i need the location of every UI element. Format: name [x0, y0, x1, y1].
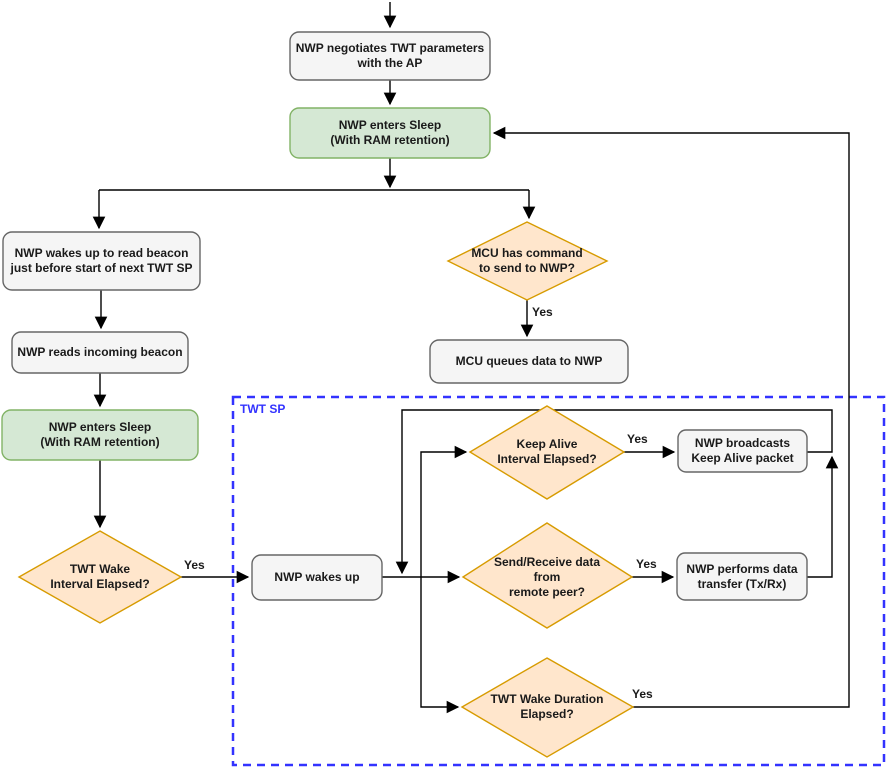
edge-duration-return — [492, 126, 850, 708]
twt-sp-container-label: TWT SP — [240, 402, 286, 416]
node-negotiate-shape — [289, 31, 491, 81]
node-mcu-decision-shape — [446, 221, 609, 301]
node-sleep-left-shape — [1, 409, 199, 461]
node-wakes-up-label: NWP wakes up — [274, 570, 360, 584]
edge-label-mcu-yes: Yes — [532, 305, 553, 319]
node-negotiate-label: NWP negotiates TWT parameters with the A… — [295, 41, 485, 70]
edge-transfer-return — [807, 455, 839, 578]
node-keep-alive-decision-label: Keep Alive Interval Elapsed? — [497, 437, 597, 466]
node-duration-decision-label: TWT Wake Duration Elapsed? — [490, 692, 604, 721]
node-wake-beacon-label: NWP wakes up to read beacon just before … — [10, 246, 193, 275]
node-wake-beacon-shape — [2, 231, 201, 291]
twt-sp-container — [231, 395, 886, 767]
edges — [92, 2, 850, 714]
node-transfer-shape — [676, 552, 808, 601]
node-mcu-queue-label: MCU queues data to NWP — [455, 354, 603, 368]
edge-branch-to-keepalive — [420, 445, 468, 577]
node-duration-decision-shape — [460, 657, 635, 758]
node-sleep-left-label: NWP enters Sleep (With RAM retention) — [40, 420, 160, 449]
edge-label-keep-alive-yes: Yes — [627, 432, 648, 446]
edge-label-send-receive-yes: Yes — [636, 557, 657, 571]
node-keep-alive-decision-shape — [468, 405, 626, 500]
node-send-receive-decision-label: Send/Receive data from remote peer? — [493, 554, 601, 599]
node-sleep-top-label: NWP enters Sleep (With RAM retention) — [330, 118, 450, 147]
node-broadcasts-shape — [677, 429, 808, 473]
node-interval-decision-shape — [17, 530, 183, 624]
node-read-beacon-shape — [11, 331, 189, 374]
node-interval-decision-label: TWT Wake Interval Elapsed? — [50, 562, 150, 591]
edge-branch-to-duration — [420, 577, 460, 714]
node-broadcasts-label: NWP broadcasts Keep Alive packet — [691, 436, 794, 465]
node-read-beacon-label: NWP reads incoming beacon — [17, 345, 183, 359]
node-mcu-decision-label: MCU has command to send to NWP? — [471, 246, 583, 275]
node-mcu-queue-shape — [429, 339, 629, 384]
edge-label-duration-yes: Yes — [632, 687, 653, 701]
edge-label-interval-yes: Yes — [184, 558, 205, 572]
node-send-receive-decision-shape — [461, 522, 634, 629]
node-sleep-top-shape — [289, 107, 491, 159]
node-transfer-label: NWP performs data transfer (Tx/Rx) — [686, 561, 798, 591]
node-wakes-up-shape — [251, 554, 383, 601]
edge-broadcasts-return — [395, 409, 833, 575]
